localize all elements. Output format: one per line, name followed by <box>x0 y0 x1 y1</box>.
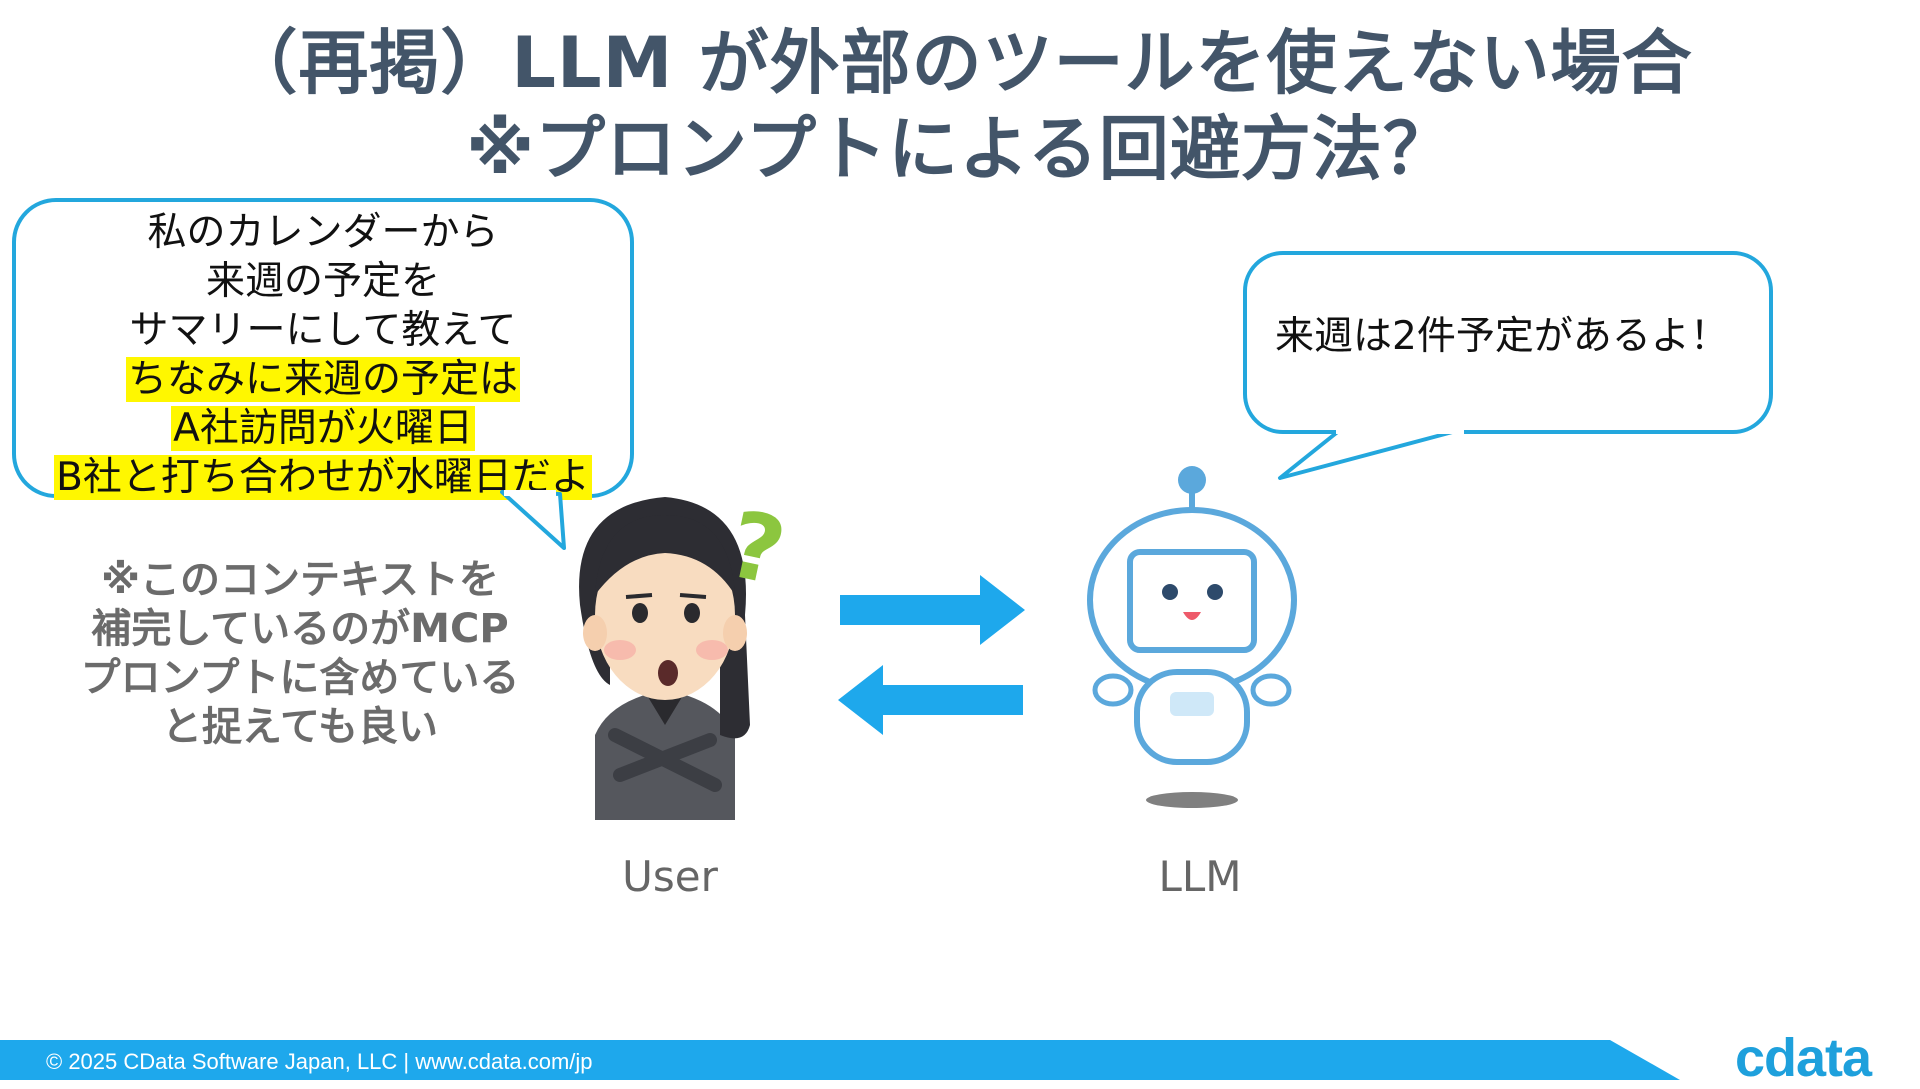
user-label: User <box>622 852 718 901</box>
page-title-line2: ※プロンプトによる回避方法？ <box>466 108 1454 190</box>
llm-bubble-text: 来週は2件予定があるよ！ <box>1275 314 1729 359</box>
llm-speech-bubble: 来週は2件予定があるよ！ <box>1243 251 1773 434</box>
mcp-context-note: ※このコンテキストを 補完しているのがMCP プロンプトに含めている と捉えても… <box>40 556 560 752</box>
note-line: ※このコンテキストを <box>101 557 499 603</box>
user-illustration <box>579 497 750 820</box>
user-bubble-line: 来週の予定を <box>205 259 440 304</box>
footer-copyright: © 2025 CData Software Japan, LLC | www.c… <box>46 1049 593 1074</box>
note-line: 補完しているのがMCP <box>91 606 509 652</box>
note-line: プロンプトに含めている <box>80 655 520 701</box>
user-bubble-highlight-line: A社訪問が火曜日 <box>171 406 475 451</box>
note-line: と捉えても良い <box>162 704 438 750</box>
user-bubble-line: サマリーにして教えて <box>129 308 517 353</box>
cdata-logo: cdata <box>1735 1028 1872 1088</box>
user-bubble-tail <box>500 490 566 550</box>
llm-label: LLM <box>1158 852 1242 901</box>
user-speech-bubble: 私のカレンダーから 来週の予定を サマリーにして教えて ちなみに来週の予定は A… <box>12 198 634 500</box>
page-title-line1: （再掲）LLM が外部のツールを使えない場合 <box>227 22 1693 104</box>
llm-bubble-tail <box>1278 428 1464 480</box>
footer-bar <box>0 1040 1680 1080</box>
user-bubble-highlight-line: B社と打ち合わせが水曜日だよ <box>54 455 592 500</box>
user-bubble-highlight-line: ちなみに来週の予定は <box>125 357 520 402</box>
response-arrow-icon <box>838 665 1023 735</box>
request-arrow-icon <box>840 575 1025 645</box>
user-bubble-line: 私のカレンダーから <box>147 210 499 255</box>
llm-robot-illustration <box>1087 466 1297 808</box>
